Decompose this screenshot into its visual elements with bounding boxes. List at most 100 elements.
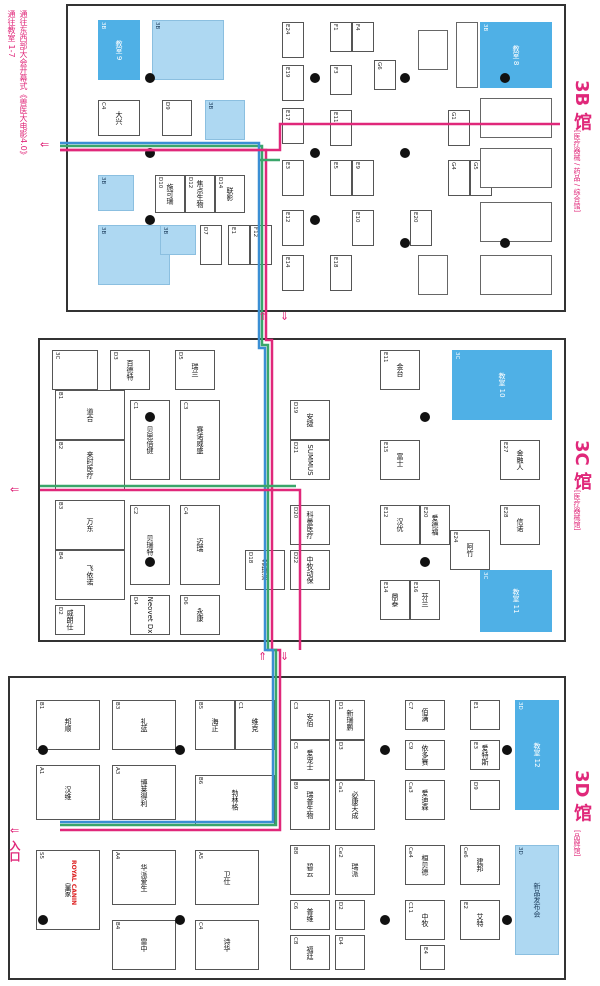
booth-3c-d21[interactable]: D21 SUMMUS [290,440,330,480]
booth-3c-b1[interactable]: B1 道合 [55,390,125,440]
booth-3b-f3[interactable]: F3 [330,65,352,95]
booth-3b-info-b[interactable]: 3B [205,100,245,140]
booth-3c-e15[interactable]: E15 富士 [380,440,420,480]
booth-3b-grid-d[interactable] [480,202,552,242]
booth-3d-c6[interactable]: C6 普维 [290,900,330,930]
booth-3d-b3[interactable]: B3 礼蓝 [112,700,176,750]
booth-3b-e11[interactable]: E11 [330,110,352,146]
booth-3c-e12[interactable]: E12 汉优 [380,505,420,545]
booth-classroom-9[interactable]: 3B 教室 9 [98,20,140,80]
booth-3c-b3[interactable]: B3 万东 [55,500,125,550]
booth-3c-d4[interactable]: D4 Neovet Dx [130,595,170,635]
booth-3b-e14[interactable]: E14 [282,255,304,291]
booth-3b-grid-a[interactable] [456,22,478,88]
booth-3c-d20[interactable]: D20 科曼医疗 [290,505,330,545]
booth-3b-info-d[interactable]: 3B [98,225,170,285]
booth-3d-b1[interactable]: B1 邦顺 [36,700,100,750]
booth-3d-c7[interactable]: C7 佰满 [405,700,445,730]
booth-3b-f4[interactable]: F4 [352,22,374,52]
booth-3d-a3[interactable]: A3 博莱得利 [112,765,176,820]
booth-3b-info-a[interactable]: 3B [152,20,224,80]
booth-3b-e1[interactable]: E1 [228,225,250,265]
booth-product-launch[interactable]: 3D 新品发布会 [515,845,559,955]
booth-3c-d22[interactable]: D22 中牧动保 [290,550,330,590]
booth-3d-ce2[interactable]: Ce2 瑞派 [335,845,375,895]
booth-3d-b4[interactable]: B4 雷中 [112,920,176,970]
booth-3d-c8[interactable]: C8 福廷 [290,935,330,970]
booth-3c-b2[interactable]: B2 来时医疗 [55,440,125,490]
booth-3d-a5[interactable]: A5 卫仕 [195,850,259,905]
booth-3c-d2-edge[interactable]: 3C [52,350,98,390]
booth-classroom-11[interactable]: 3C 教室 11 [480,570,552,632]
booth-3c-d3[interactable]: D3 百德特 [110,350,150,390]
booth-3d-ca1[interactable]: Ca1 必康天成 [335,780,375,830]
booth-3d-c5[interactable]: C5 爱宠士 [290,740,330,780]
booth-3b-g6[interactable]: G6 [374,60,396,90]
booth-3d-b5[interactable]: B5 海正 [195,700,235,750]
booth-3b-d14[interactable]: D14 联影 [215,175,245,213]
booth-3c-d2[interactable]: D2 威朗仕 [55,605,85,635]
booth-3d-e4[interactable]: E4 [420,945,445,970]
booth-3b-c4[interactable]: C4 大兴 [98,100,140,136]
booth-3c-e11[interactable]: E11 金台 [380,350,420,390]
booth-3b-g4[interactable]: G4 [448,160,470,196]
booth-3c-e28[interactable]: E28 信诺 [500,505,540,545]
booth-3b-e20[interactable]: E20 [410,210,432,246]
booth-3d-a4[interactable]: A4 华派爱生 [112,850,176,905]
booth-3b-e9[interactable]: E9 [352,160,374,196]
booth-3b-grid-e[interactable] [480,255,552,295]
booth-classroom-10[interactable]: 3C 教室 10 [452,350,552,420]
booth-3b-e19[interactable]: E19 [282,65,304,101]
booth-3c-c1[interactable]: C1 贝思倍健 [130,400,170,480]
booth-3d-ca3[interactable]: Ca3 爱迪森 [405,780,445,820]
booth-3c-e27[interactable]: E27 金融人 [500,440,540,480]
booth-3b-e24[interactable]: E24 [282,22,304,58]
booth-3c-d5[interactable]: D5 瑞兰 [175,350,215,390]
booth-3d-d2[interactable]: D2 [335,900,365,930]
booth-3d-b8[interactable]: B8 碧云 [290,845,330,895]
booth-3c-e24[interactable]: E24 阿竹 [450,530,490,570]
booth-3c-d6[interactable]: D6 永康 [180,595,220,635]
booth-3b-d7[interactable]: D7 [200,225,222,265]
booth-3d-ce4[interactable]: Ce4 桓贝德 [405,845,445,885]
booth-3d-e1[interactable]: E1 [470,700,500,730]
booth-3d-d9[interactable]: D9 [470,780,500,810]
booth-3b-g1[interactable]: G1 [448,110,470,146]
booth-3d-b9[interactable]: B9 瑞普生物 [290,780,330,830]
booth-3c-e16[interactable]: E16 芬兰 [410,580,440,620]
booth-classroom-12[interactable]: 3D 教室 12 [515,700,559,810]
booth-3c-e20[interactable]: E20 爱德福 [420,505,450,545]
booth-3c-c2[interactable]: C2 贝瑞特 [130,505,170,585]
booth-3d-ce6[interactable]: Ce6 建邦 [460,845,500,885]
booth-3b-d10[interactable]: D10 施可瑞 [155,175,185,213]
booth-3b-e10[interactable]: E10 [352,210,374,246]
booth-3c-c4[interactable]: C4 迈瑞 [180,505,220,585]
booth-3d-c11[interactable]: C11 中牧 [405,900,445,940]
booth-3d-c3[interactable]: C3 安佰 [290,700,330,740]
booth-3b-e5[interactable]: E5 [330,160,352,196]
booth-3c-c3[interactable]: C3 赛诺威盛 [180,400,220,480]
booth-3d-c4[interactable]: C4 诗华 [195,920,259,970]
booth-3b-e3[interactable]: E3 [282,160,304,196]
booth-3b-grid-g[interactable] [418,255,448,295]
booth-3d-d4[interactable]: D4 [335,935,365,970]
booth-3b-d9[interactable]: D9 [162,100,192,136]
booth-3b-grid-c[interactable] [480,148,552,188]
booth-3d-a1[interactable]: A1 汉维 [36,765,100,820]
booth-3d-d3[interactable]: D3 [335,740,365,780]
booth-3b-info-c[interactable]: 3B [98,175,134,211]
booth-3b-d12[interactable]: D12 焦点生物 [185,175,215,213]
booth-3c-d19[interactable]: D19 安捷 [290,400,330,440]
booth-classroom-8[interactable]: 3B 教室 8 [480,22,552,88]
booth-3b-f1[interactable]: F1 [330,22,352,52]
booth-3b-grid-b[interactable] [480,98,552,138]
booth-3b-info-e[interactable]: 3B [160,225,196,255]
booth-3c-e14[interactable]: E14 鼎泰 [380,580,410,620]
booth-3c-b4[interactable]: B4 飞依诺 [55,550,125,600]
booth-3d-d1[interactable]: D1 新瑞鹏 [335,700,365,740]
booth-3b-grid-f[interactable] [418,30,448,70]
booth-3d-c9[interactable]: C9 依多赛 [405,740,445,770]
booth-3d-c1[interactable]: C1 维克 [235,700,275,750]
booth-3d-e3[interactable]: E3 爱特斯 [470,740,500,770]
booth-3b-e12[interactable]: E12 [282,210,304,246]
